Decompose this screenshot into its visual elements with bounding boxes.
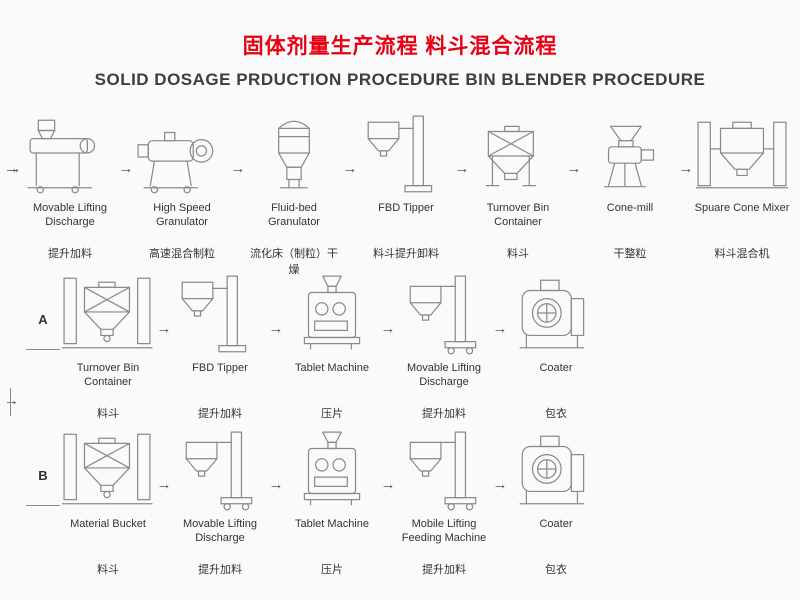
- flow-arrow-icon: →: [566, 160, 582, 177]
- equipment-item: Tablet Machine 压片: [284, 424, 380, 577]
- fluid-bed-granulator-icon: [248, 108, 340, 196]
- flow-arrow-icon: →: [268, 476, 284, 493]
- flow-entry-arrow-icon: →: [4, 160, 19, 177]
- equipment-label-cn: 提升加料: [422, 408, 466, 420]
- equipment-item: Coater 包衣: [508, 424, 604, 577]
- flow-arrow-icon: →: [342, 160, 358, 177]
- equipment-label-en: Spuare Cone Mixer: [694, 202, 790, 214]
- flow-arrow-icon: →: [492, 476, 508, 493]
- equipment-label-cn: 压片: [321, 408, 343, 420]
- equipment-label-cn: 提升加料: [422, 564, 466, 576]
- equipment-label-en: Fluid-bed Granulator: [268, 202, 320, 229]
- flow-arrow-icon: →: [6, 160, 22, 177]
- equipment-label-cn: 压片: [321, 564, 343, 576]
- equipment-item: Coater 包衣: [508, 268, 604, 421]
- equipment-label-en: Movable Lifting Discharge: [407, 362, 481, 389]
- equipment-item: FBD Tipper 提升加料: [172, 268, 268, 421]
- fbd-tipper-icon: [174, 268, 266, 356]
- equipment-label-cn: 提升加料: [198, 408, 242, 420]
- equipment-label-en: High Speed Granulator: [153, 202, 211, 229]
- equipment-item: Movable Lifting Discharge 提升加料: [172, 424, 268, 577]
- flow-arrow-icon: →: [454, 160, 470, 177]
- flow-arrow-icon: →: [156, 320, 172, 337]
- equipment-label-cn: 流化床（制粒）干燥: [250, 248, 338, 276]
- branch-label-b: B: [26, 468, 60, 506]
- equipment-label-cn: 包衣: [545, 408, 567, 420]
- turnover-bin-container-framed-icon: [62, 268, 154, 356]
- equipment-label-cn: 提升加料: [48, 248, 92, 260]
- equipment-label-en: FBD Tipper: [192, 362, 248, 374]
- branch-baseline: [26, 505, 60, 506]
- equipment-label-cn: 料斗混合机: [714, 248, 770, 260]
- equipment-label-en: Coater: [539, 518, 573, 530]
- equipment-label-cn: 料斗: [507, 248, 529, 260]
- equipment-label-en: Turnover Bin Container: [76, 362, 140, 389]
- equipment-item: High Speed Granulator 高速混合制粒: [134, 108, 230, 261]
- left-connector-line: [10, 388, 11, 416]
- equipment-label-en: Movable Lifting Discharge: [183, 518, 257, 545]
- coater-icon: [510, 268, 602, 356]
- equipment-item: FBD Tipper 料斗提升卸料: [358, 108, 454, 261]
- equipment-label-cn: 料斗提升卸料: [373, 248, 439, 260]
- flow-arrow-icon: →: [380, 476, 396, 493]
- turnover-bin-container-icon: [472, 108, 564, 196]
- equipment-label-en: Turnover Bin Container: [486, 202, 550, 229]
- equipment-item: Fluid-bed Granulator 流化床（制粒）干燥: [246, 108, 342, 277]
- flow-branch-arrow-icon: →: [4, 392, 19, 409]
- branch-letter: B: [38, 468, 48, 483]
- tablet-machine-icon: [286, 424, 378, 512]
- equipment-item: Movable Lifting Discharge 提升加料: [396, 268, 492, 421]
- equipment-label-en: Tablet Machine: [295, 518, 369, 530]
- flow-arrow-icon: →: [118, 160, 134, 177]
- equipment-label-en: Mobile Lifting Feeding Machine: [401, 518, 487, 545]
- flow-arrow-icon: →: [492, 320, 508, 337]
- equipment-item: Turnover Bin Container 料斗: [60, 268, 156, 421]
- equipment-label-cn: 料斗: [97, 408, 119, 420]
- equipment-label-en: Coater: [539, 362, 573, 374]
- flow-arrow-icon: →: [678, 160, 694, 177]
- equipment-label-cn: 料斗: [97, 564, 119, 576]
- equipment-item: Tablet Machine 压片: [284, 268, 380, 421]
- equipment-label-en: FBD Tipper: [378, 202, 434, 214]
- material-bucket-icon: [62, 424, 154, 512]
- flow-arrow-icon: →: [230, 160, 246, 177]
- equipment-label-cn: 提升加料: [198, 564, 242, 576]
- equipment-label-cn: 干整粒: [613, 248, 647, 260]
- equipment-item: Cone-mill 干整粒: [582, 108, 678, 261]
- equipment-item: Turnover Bin Container 料斗: [470, 108, 566, 261]
- coater-icon: [510, 424, 602, 512]
- page-title-chinese: 固体剂量生产流程 料斗混合流程: [242, 35, 558, 58]
- cone-mill-icon: [584, 108, 676, 196]
- equipment-item: Material Bucket 料斗: [60, 424, 156, 577]
- equipment-label-en: Material Bucket: [70, 518, 146, 530]
- mobile-lifting-feeding-machine-icon: [398, 424, 490, 512]
- movable-lifting-discharge-icon: [24, 108, 116, 196]
- square-cone-mixer-icon: [696, 108, 788, 196]
- fbd-tipper-icon: [360, 108, 452, 196]
- equipment-label-en: Movable Lifting Discharge: [33, 202, 107, 229]
- branch-letter: A: [38, 312, 48, 327]
- branch-label-a: A: [26, 312, 60, 350]
- tablet-machine-icon: [286, 268, 378, 356]
- flow-arrow-icon: →: [380, 320, 396, 337]
- flow-arrow-icon: →: [268, 320, 284, 337]
- high-speed-granulator-icon: [136, 108, 228, 196]
- equipment-label-en: Cone-mill: [606, 202, 654, 214]
- page-title-english: SOLID DOSAGE PRDUCTION PROCEDURE BIN BLE…: [94, 70, 706, 89]
- equipment-item: Mobile Lifting Feeding Machine 提升加料: [396, 424, 492, 577]
- equipment-label-cn: 包衣: [545, 564, 567, 576]
- equipment-label-cn: 高速混合制粒: [149, 248, 215, 260]
- flow-row-branch-a: A Turnover Bin Container 料斗 → FBD Tipper 提升加料…: [26, 268, 604, 421]
- equipment-label-en: Tablet Machine: [295, 362, 369, 374]
- equipment-item: Spuare Cone Mixer 料斗混合机: [694, 108, 790, 261]
- movable-lifting-discharge-cart-icon: [398, 268, 490, 356]
- movable-lifting-discharge-cart-icon: [174, 424, 266, 512]
- branch-baseline: [26, 349, 60, 350]
- flow-arrow-icon: →: [156, 476, 172, 493]
- equipment-item: Movable Lifting Discharge 提升加料: [22, 108, 118, 261]
